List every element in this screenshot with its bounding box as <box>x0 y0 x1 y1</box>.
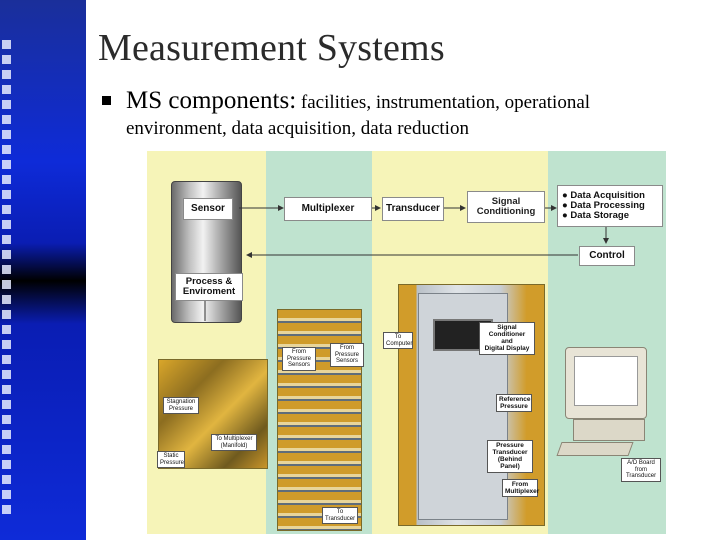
label-to-computer: To Computer <box>383 332 413 350</box>
data-item-processing: ● Data Processing <box>562 200 645 212</box>
label-from-multiplexer: From Multiplexer <box>502 479 539 498</box>
monitor-screen <box>574 356 638 406</box>
control-box: Control <box>579 246 635 266</box>
sidebar-squares <box>2 40 16 520</box>
computer-illustration <box>556 347 659 457</box>
bullet-rest: facilities, instrumentation, operational <box>296 92 591 113</box>
multiplexer-box: Multiplexer <box>284 197 372 221</box>
data-item-storage: ● Data Storage <box>562 209 629 221</box>
signal-conditioning-box: Signal Conditioning <box>467 191 545 223</box>
bullet-lead: MS components: <box>126 87 297 114</box>
label-from-pressure-sensors-a: From Pressure Sensors <box>282 347 316 371</box>
label-from-pressure-sensors-b: From Pressure Sensors <box>330 343 364 367</box>
bullet-marker <box>102 96 111 105</box>
label-signal-conditioner: Signal Conditioner and Digital Display <box>479 322 535 355</box>
process-environment-box: Process & Enviroment <box>175 273 243 301</box>
label-reference-pressure: Reference Pressure <box>496 394 532 413</box>
transducer-box: Transducer <box>382 197 444 221</box>
label-to-transducer: To Transducer <box>322 507 358 525</box>
monitor <box>565 347 647 419</box>
label-ad-board: A/D Board from Transducer <box>621 458 661 482</box>
computer-base <box>573 419 645 441</box>
label-static-pressure: Static Pressure <box>157 451 185 469</box>
slide-title: Measurement Systems <box>98 27 445 69</box>
label-pressure-transducer: Pressure Transducer (Behind Panel) <box>487 440 533 473</box>
label-to-multiplexer: To Multiplexer (Manifold) <box>211 434 257 452</box>
bullet-text-line1: MS components: facilities, instrumentati… <box>126 87 590 115</box>
decorative-sidebar <box>0 0 86 540</box>
bullet-text-line2: environment, data acquisition, data redu… <box>126 118 469 139</box>
label-stagnation-pressure: Stagnation Pressure <box>163 397 199 415</box>
data-item-acquisition: ● Data Acquisition <box>562 190 645 202</box>
sensor-box: Sensor <box>183 198 233 220</box>
measurement-system-diagram: Sensor Process & Enviroment Multiplexer … <box>147 151 666 534</box>
data-processing-box: ● Data Acquisition ● Data Processing ● D… <box>557 185 663 227</box>
